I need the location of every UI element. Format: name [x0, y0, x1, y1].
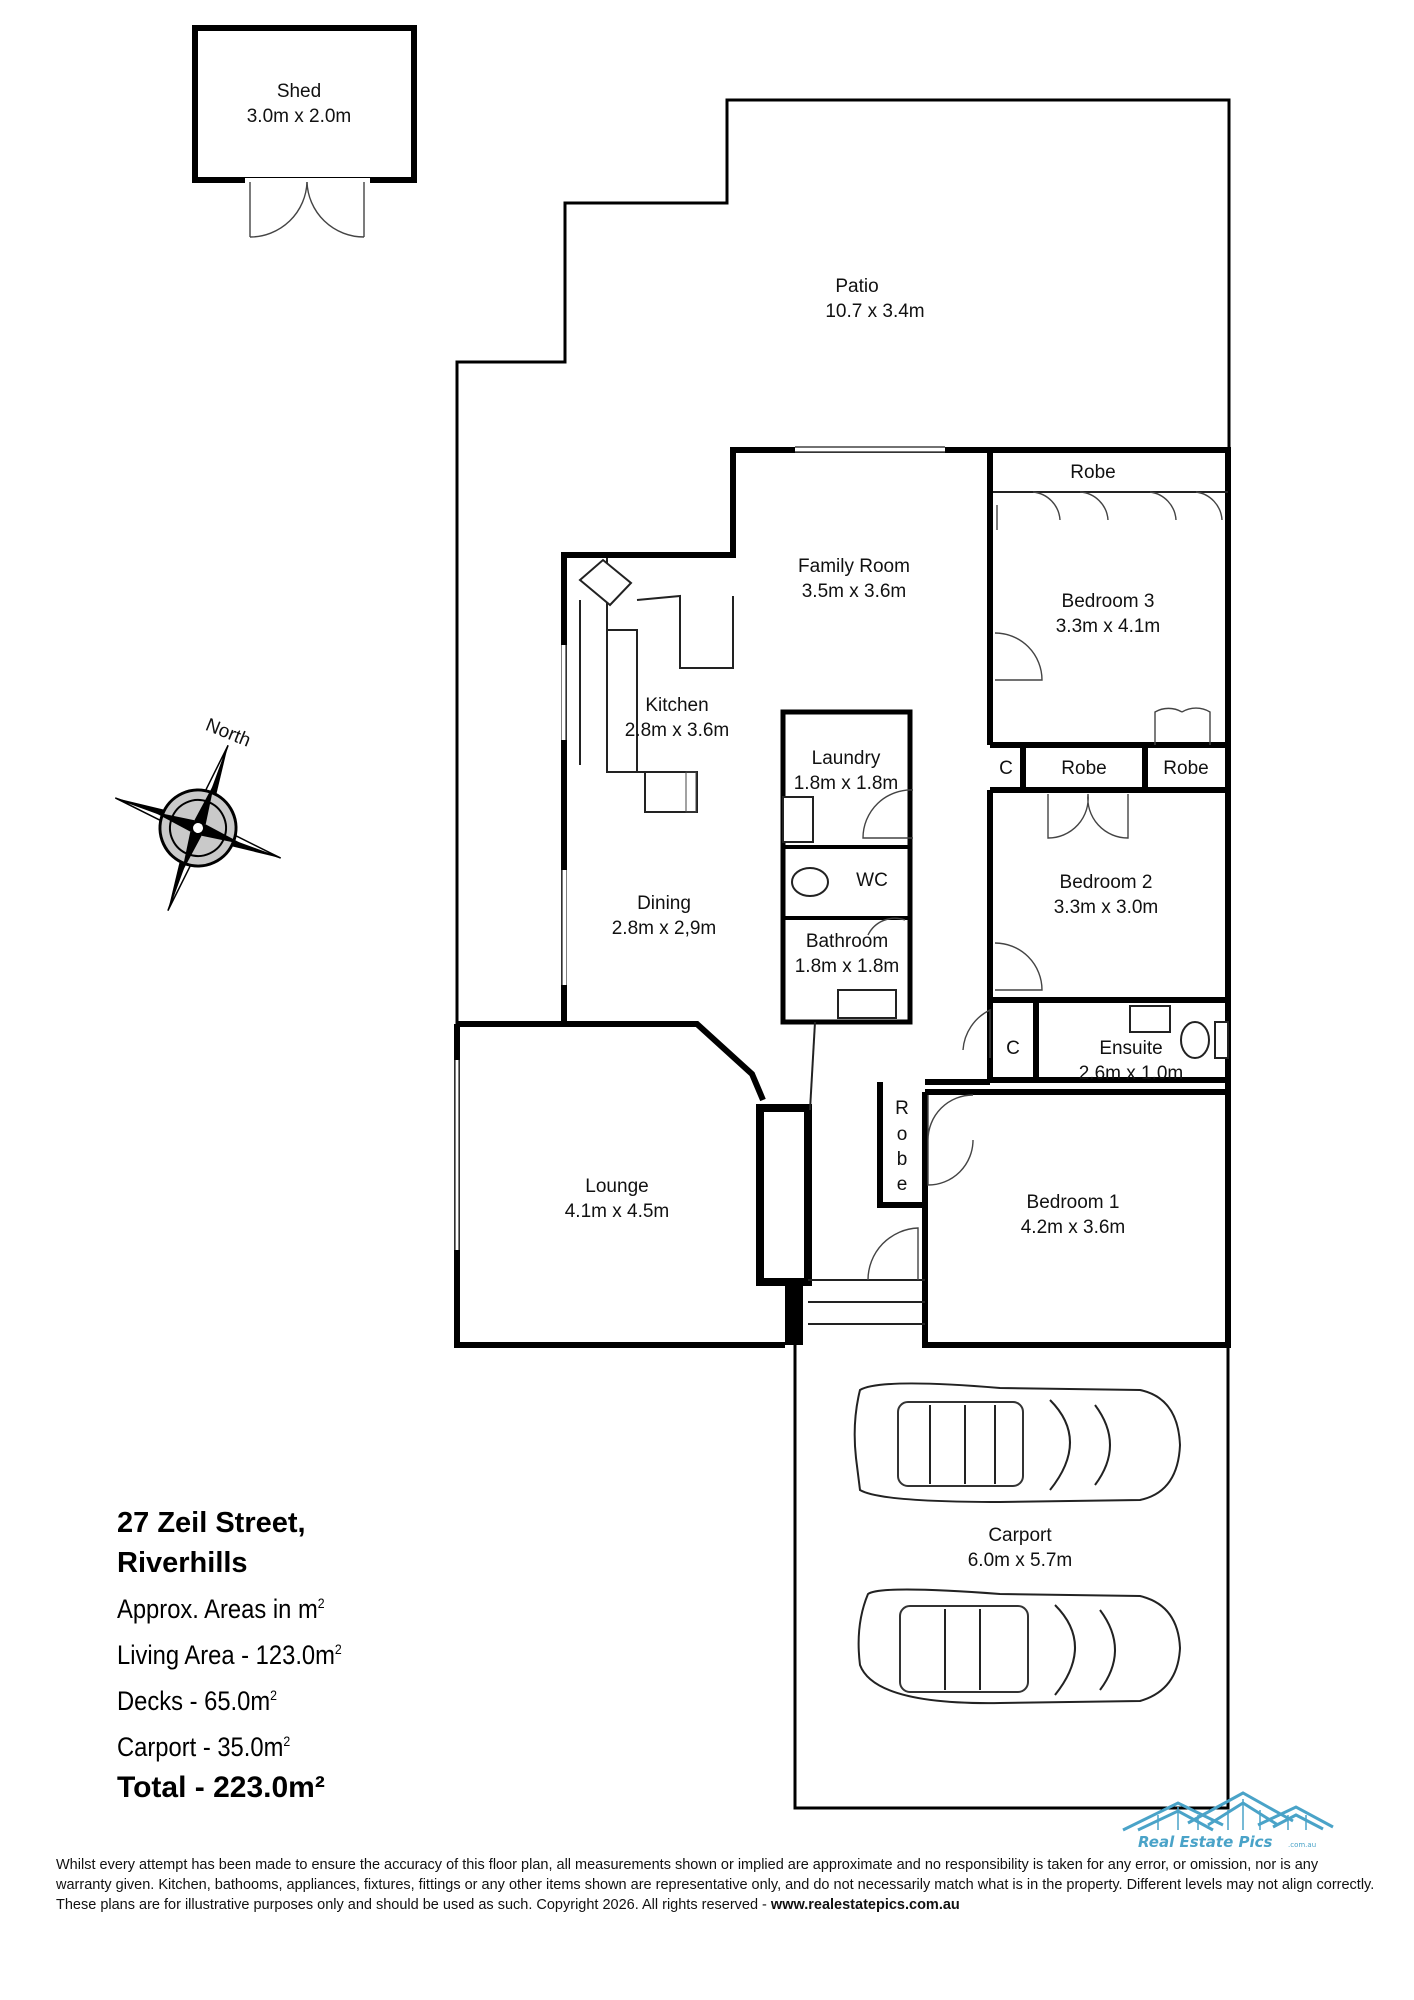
- carport: [793, 1345, 1230, 1810]
- bathroom-label: Bathroom: [806, 931, 888, 952]
- lounge-size: 4.1m x 4.5m: [565, 1201, 670, 1222]
- wc-label: WC: [856, 870, 888, 891]
- robe-mid1-label: Robe: [1061, 758, 1106, 779]
- website-link[interactable]: www.realestatepics.com.au: [770, 1897, 960, 1913]
- disclaimer: Whilst every attempt has been made to en…: [56, 1855, 1376, 1915]
- bedroom2-size: 3.3m x 3.0m: [1054, 897, 1159, 918]
- carport-size: 6.0m x 5.7m: [968, 1550, 1073, 1571]
- ensuite-size: 2.6m x 1.0m: [1079, 1063, 1184, 1084]
- shed-label: Shed: [277, 81, 321, 102]
- carport-area: Carport - 35.0m2: [117, 1732, 291, 1762]
- ensuite-toilet-icon: [1180, 1021, 1210, 1059]
- address-line-2: Riverhills: [117, 1547, 248, 1579]
- ensuite-label: Ensuite: [1099, 1038, 1162, 1059]
- room-labels: Robe Family Room 3.5m x 3.6m Bedroom 3 3…: [565, 462, 1209, 1571]
- dining-size: 2.8m x 2,9m: [612, 918, 717, 939]
- family-room-label: Family Room: [798, 556, 910, 577]
- robe-top-label: Robe: [1070, 462, 1115, 483]
- dining-label: Dining: [637, 893, 691, 914]
- basin-icon: [837, 989, 897, 1019]
- floor-plan: Shed 3.0m x 2.0m Patio 10.7 x 3.4m: [114, 25, 1231, 1810]
- door-swings: [862, 491, 1223, 1186]
- total-area: Total - 223.0m²: [117, 1771, 325, 1804]
- bedroom3-label: Bedroom 3: [1062, 591, 1155, 612]
- house-walls: [454, 446, 1231, 1348]
- bedroom3-size: 3.3m x 4.1m: [1056, 616, 1161, 637]
- lounge-label: Lounge: [585, 1176, 648, 1197]
- shed-size: 3.0m x 2.0m: [247, 106, 352, 127]
- ensuite-basin-icon: [1129, 1005, 1171, 1033]
- bedroom1-label: Bedroom 1: [1027, 1192, 1120, 1213]
- laundry-size: 1.8m x 1.8m: [794, 773, 899, 794]
- robe-vertical-letter-1: R: [895, 1098, 909, 1119]
- shed: Shed 3.0m x 2.0m: [192, 25, 417, 238]
- family-room-size: 3.5m x 3.6m: [802, 581, 907, 602]
- logo-text: Real Estate Pics: [1138, 1833, 1273, 1851]
- robe-vertical-letter-4: e: [897, 1174, 908, 1195]
- areas-heading: Approx. Areas in m2: [117, 1594, 325, 1624]
- kitchen-size: 2.8m x 3.6m: [625, 720, 730, 741]
- address-line-1: 27 Zeil Street,: [117, 1507, 306, 1539]
- car-icon: [857, 1588, 1182, 1705]
- bedroom1-size: 4.2m x 3.6m: [1021, 1217, 1126, 1238]
- carport-label: Carport: [988, 1525, 1052, 1546]
- patio-size: 10.7 x 3.4m: [825, 301, 924, 322]
- compass-rose-icon: [114, 744, 282, 912]
- cupboard-c1-label: C: [999, 758, 1013, 779]
- bathroom-size: 1.8m x 1.8m: [795, 956, 900, 977]
- living-area: Living Area - 123.0m2: [117, 1640, 342, 1670]
- robe-mid2-label: Robe: [1163, 758, 1208, 779]
- patio-label: Patio: [835, 276, 878, 297]
- decks-area: Decks - 65.0m2: [117, 1686, 278, 1716]
- logo-domain: .com.au: [1288, 1841, 1316, 1849]
- robe-vertical-letter-3: b: [897, 1149, 908, 1170]
- fixtures: [578, 558, 1229, 1059]
- property-info: 27 Zeil Street, Riverhills Approx. Areas…: [117, 1503, 372, 1809]
- cupboard-c2-label: C: [1006, 1038, 1020, 1059]
- laundry-label: Laundry: [812, 748, 881, 769]
- kitchen-label: Kitchen: [645, 695, 708, 716]
- tub-icon: [782, 796, 814, 843]
- cooktop-icon: [578, 558, 633, 607]
- disclaimer-text: Whilst every attempt has been made to en…: [56, 1857, 1375, 1913]
- real-estate-pics-logo: Real Estate Pics .com.au: [1122, 1791, 1334, 1851]
- car-icon: [853, 1382, 1182, 1504]
- robe-vertical-letter-2: o: [897, 1124, 908, 1145]
- toilet-icon: [791, 867, 829, 897]
- bedroom2-label: Bedroom 2: [1060, 872, 1153, 893]
- patio-outline: [455, 98, 1231, 1024]
